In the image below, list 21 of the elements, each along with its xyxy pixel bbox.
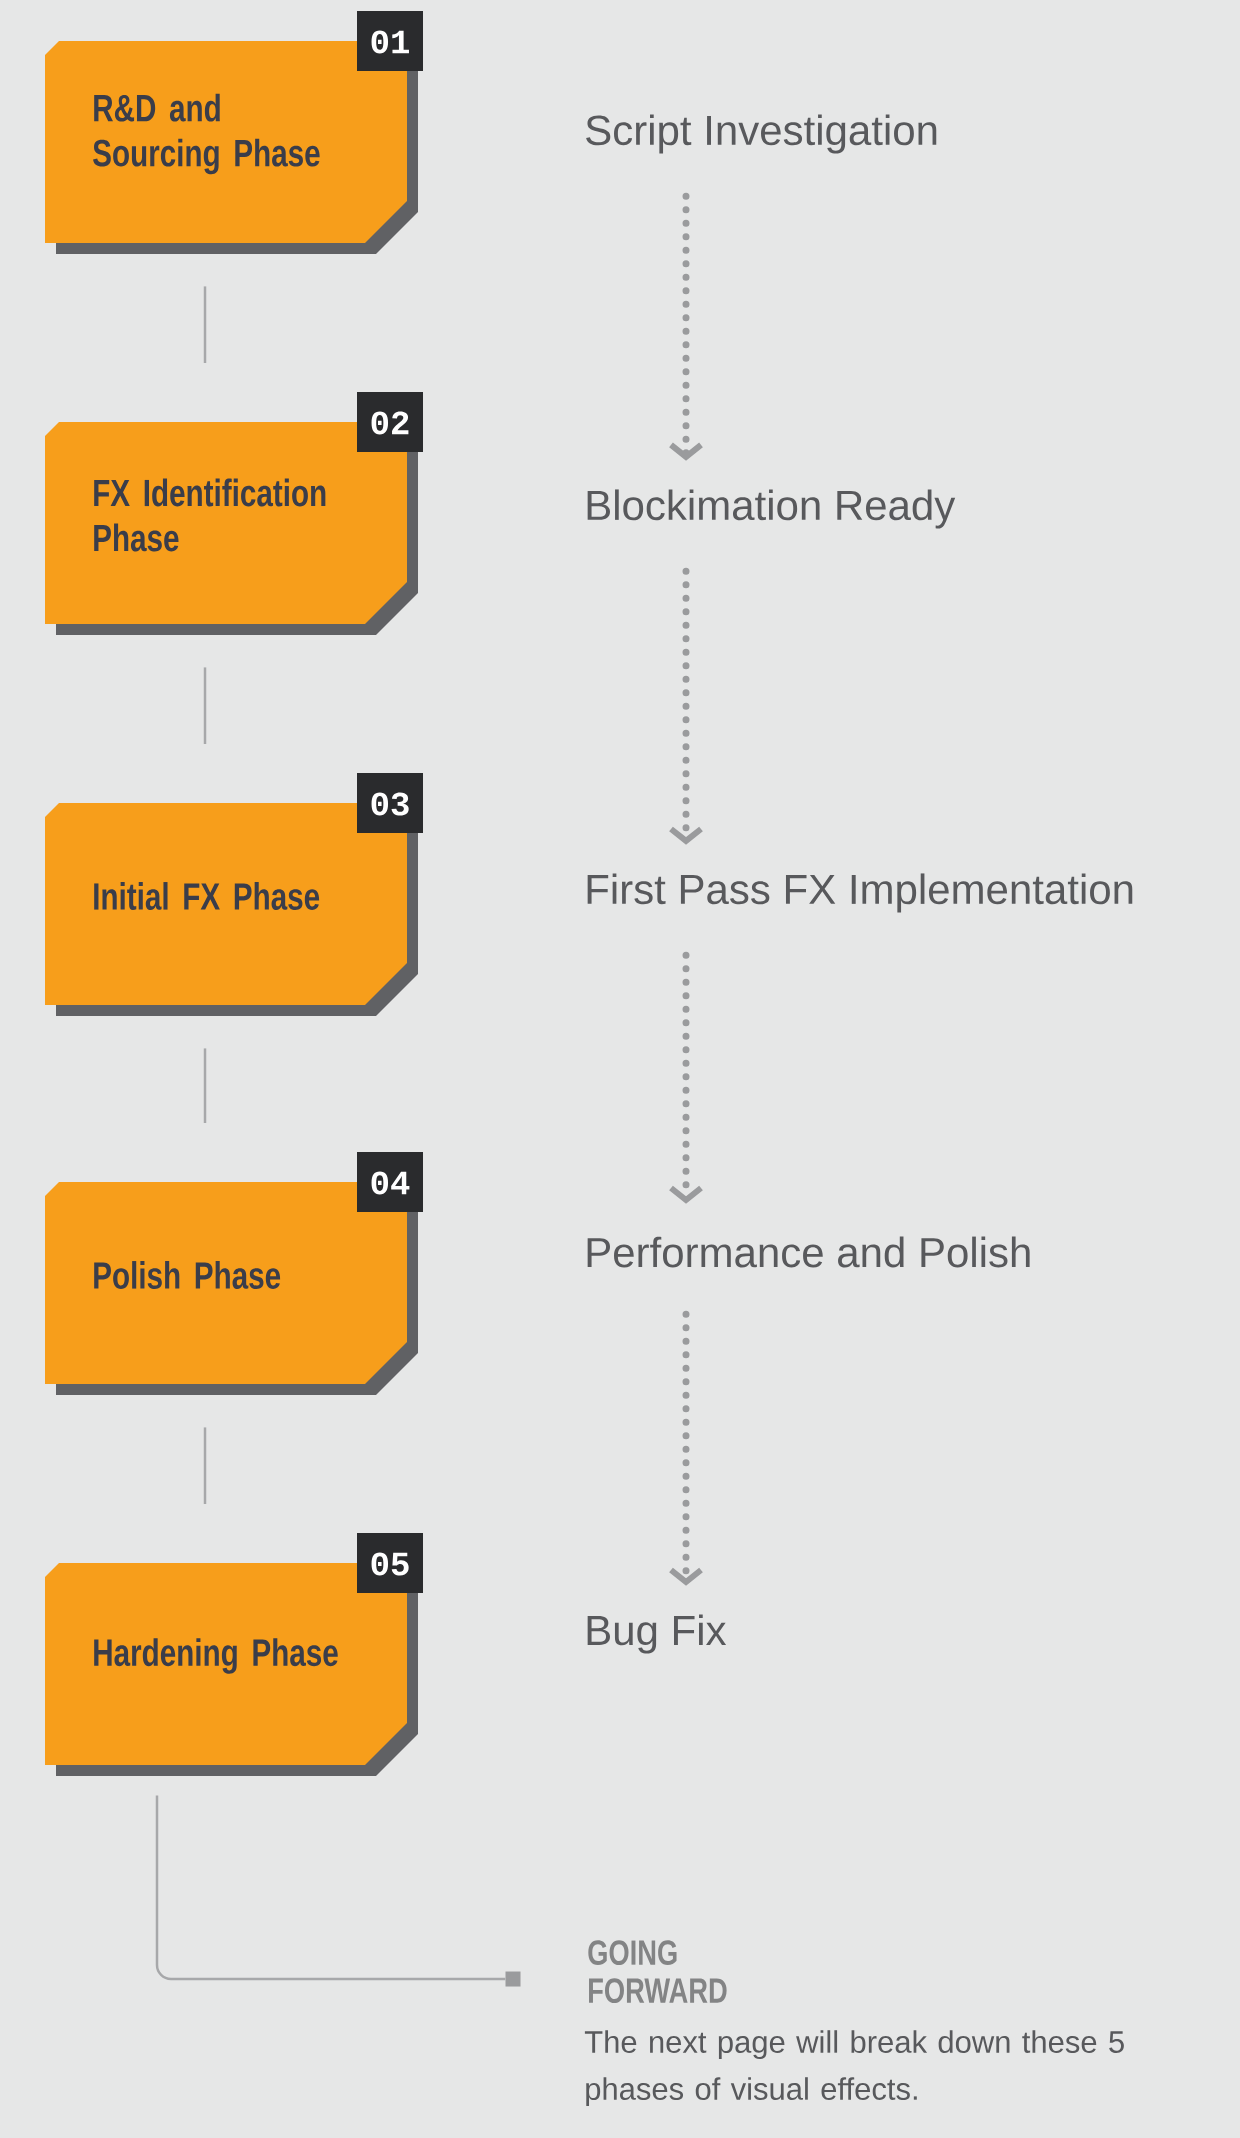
dotted-arrow	[669, 951, 703, 1204]
step-text: Blockimation Ready	[587, 489, 956, 529]
step-text: Bug Fix	[587, 1614, 727, 1654]
connector-line	[155, 1795, 506, 1981]
number-badge: 04	[357, 1152, 423, 1212]
connector-line	[203, 667, 207, 744]
number-badge: 02	[357, 392, 423, 452]
step-text: Performance and Polish	[587, 1236, 1030, 1268]
number-badge: 01	[357, 11, 423, 71]
connector-line	[203, 1427, 207, 1504]
dotted-arrow	[669, 192, 703, 461]
number-badge: 03	[357, 773, 423, 833]
step-text: First Pass FX Implementation	[587, 873, 1133, 913]
connector-line	[203, 286, 207, 363]
connector-line	[203, 1048, 207, 1123]
number-badge: 05	[357, 1533, 423, 1593]
step-text: Script Investigation	[586, 114, 937, 154]
dotted-arrow	[669, 567, 703, 845]
note-text: The next page will break down these 5 phases of visual effects.	[584, 2030, 1124, 2107]
dotted-arrow	[669, 1310, 703, 1586]
section-heading: GOING FORWARD	[588, 1940, 727, 2003]
